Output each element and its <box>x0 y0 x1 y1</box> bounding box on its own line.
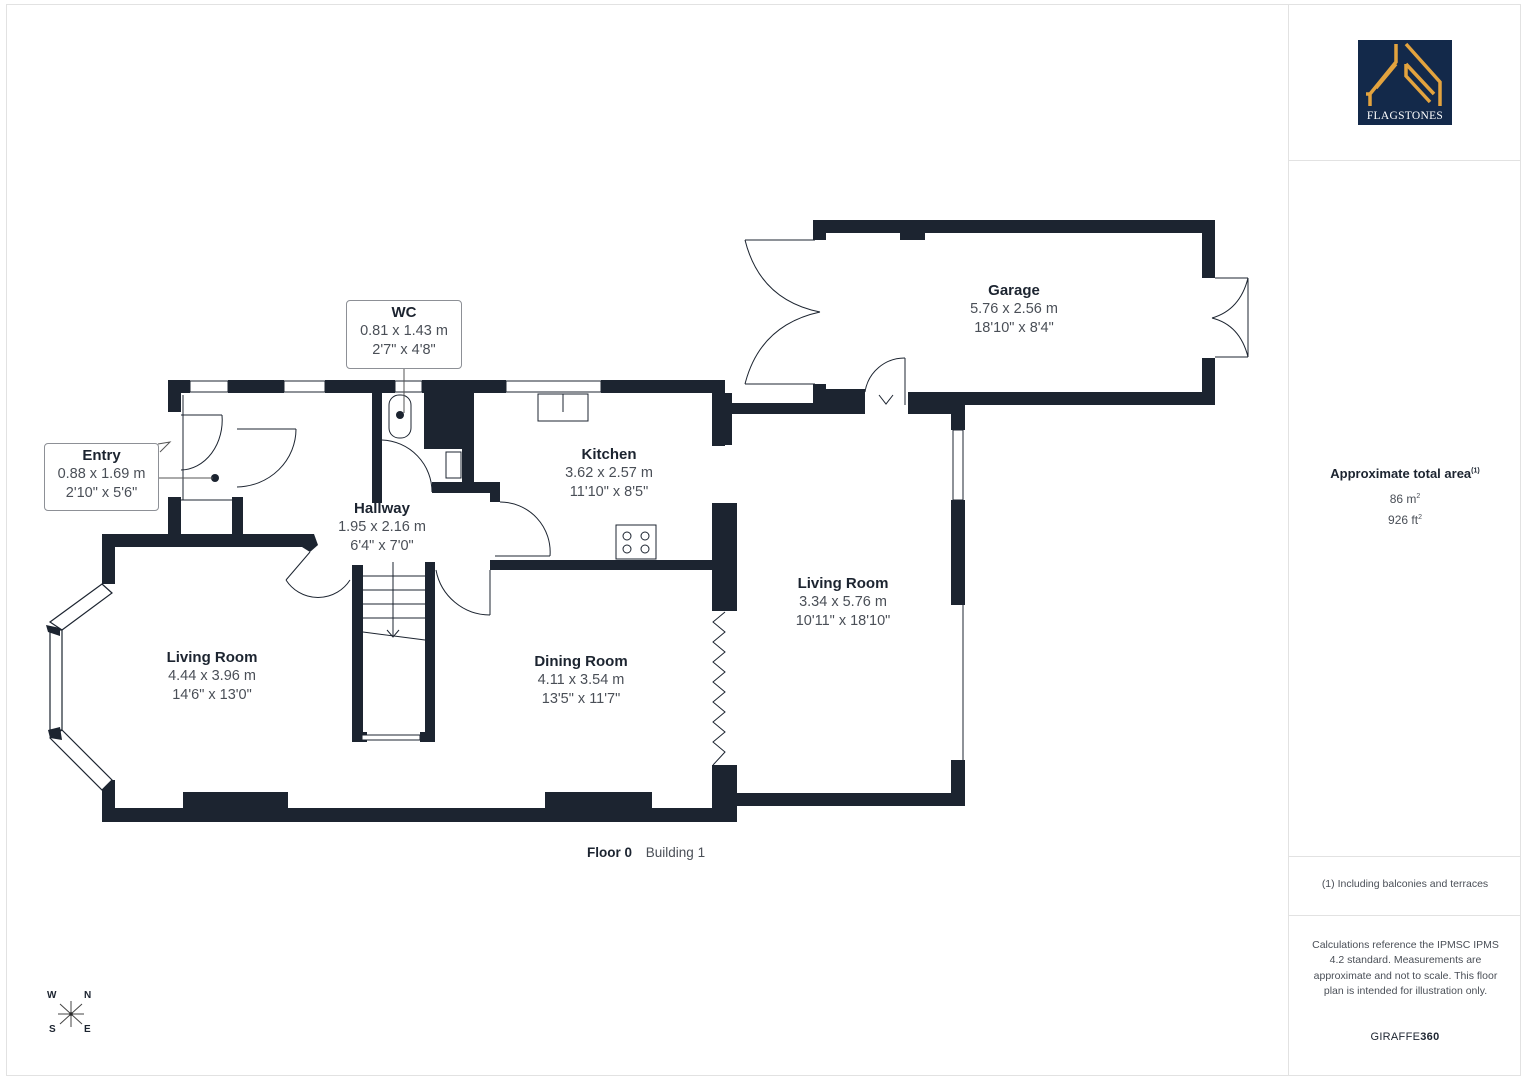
divider <box>1289 915 1521 916</box>
room-metric: 3.62 x 2.57 m <box>565 465 653 481</box>
total-area-m2: 86 m2 <box>1389 492 1421 506</box>
floor-caption: Floor 0 Building 1 <box>587 845 705 860</box>
room-label-living-room-2: Living Room 3.34 x 5.76 m 10'11" x 18'10… <box>796 574 891 631</box>
floor-label: Floor 0 <box>587 845 633 860</box>
room-callout-entry: Entry 0.88 x 1.69 m 2'10" x 5'6" <box>44 443 159 511</box>
room-name: Hallway <box>354 500 410 517</box>
door-swings <box>180 239 1249 766</box>
room-name: Kitchen <box>581 446 637 463</box>
room-label-kitchen: Kitchen 3.62 x 2.57 m 11'10" x 8'5" <box>565 445 653 502</box>
room-name: Garage <box>988 282 1040 299</box>
roof-icon <box>1366 42 1442 106</box>
windows <box>189 380 964 741</box>
room-name: Living Room <box>166 649 258 666</box>
room-label-garage: Garage 5.76 x 2.56 m 18'10" x 8'4" <box>970 281 1058 338</box>
compass-east: E <box>84 1024 91 1035</box>
room-imperial: 11'10" x 8'5" <box>569 484 649 500</box>
total-area-title: Approximate total area(1) <box>1330 466 1480 481</box>
footnote: (1) Including balconies and terraces <box>1321 878 1489 890</box>
room-metric: 0.81 x 1.43 m <box>360 323 448 339</box>
room-callout-wc: WC 0.81 x 1.43 m 2'7" x 4'8" <box>346 300 462 369</box>
room-imperial: 13'5" x 11'7" <box>541 691 621 707</box>
room-metric: 5.76 x 2.56 m <box>970 301 1058 317</box>
room-imperial: 18'10" x 8'4" <box>974 320 1054 336</box>
room-label-living-room-1: Living Room 4.44 x 3.96 m 14'6" x 13'0" <box>167 648 258 705</box>
page-frame <box>6 4 1521 1076</box>
compass-north: N <box>84 990 92 1001</box>
software-brand: GIRAFFE360 <box>1370 1031 1440 1043</box>
room-imperial: 14'6" x 13'0" <box>172 687 252 703</box>
compass-south: S <box>49 1024 56 1035</box>
divider <box>1289 856 1521 857</box>
room-metric: 4.44 x 3.96 m <box>168 668 256 684</box>
walls <box>102 220 1215 822</box>
compass-rose <box>58 1001 84 1027</box>
logo-text: FLAGSTONES <box>1366 110 1444 122</box>
compass-west: W <box>47 990 57 1001</box>
room-imperial: 10'11" x 18'10" <box>795 613 891 629</box>
room-metric: 1.95 x 2.16 m <box>338 519 426 535</box>
room-label-dining-room: Dining Room 4.11 x 3.54 m 13'5" x 11'7" <box>534 652 627 709</box>
total-area-ft2: 926 ft2 <box>1388 513 1422 527</box>
room-name: WC <box>391 304 417 321</box>
room-name: Entry <box>82 447 121 464</box>
disclaimer: Calculations reference the IPMSC IPMS 4.… <box>1312 939 1499 997</box>
info-panel: FLAGSTONES Approximate total area(1) 86 … <box>1288 4 1521 1076</box>
flagstones-logo: FLAGSTONES <box>1358 40 1452 125</box>
building-label: Building 1 <box>645 845 706 860</box>
room-imperial: 6'4" x 7'0" <box>350 538 414 554</box>
room-metric: 4.11 x 3.54 m <box>537 672 625 688</box>
logo-section: FLAGSTONES <box>1289 4 1521 161</box>
room-metric: 3.34 x 5.76 m <box>799 594 887 610</box>
room-label-hallway: Hallway 1.95 x 2.16 m 6'4" x 7'0" <box>338 499 426 556</box>
room-name: Living Room <box>797 575 889 592</box>
room-metric: 0.88 x 1.69 m <box>57 466 146 482</box>
room-name: Dining Room <box>534 653 628 670</box>
room-imperial: 2'7" x 4'8" <box>372 342 436 358</box>
bay-window <box>48 583 113 791</box>
room-imperial: 2'10" x 5'6" <box>65 485 138 501</box>
